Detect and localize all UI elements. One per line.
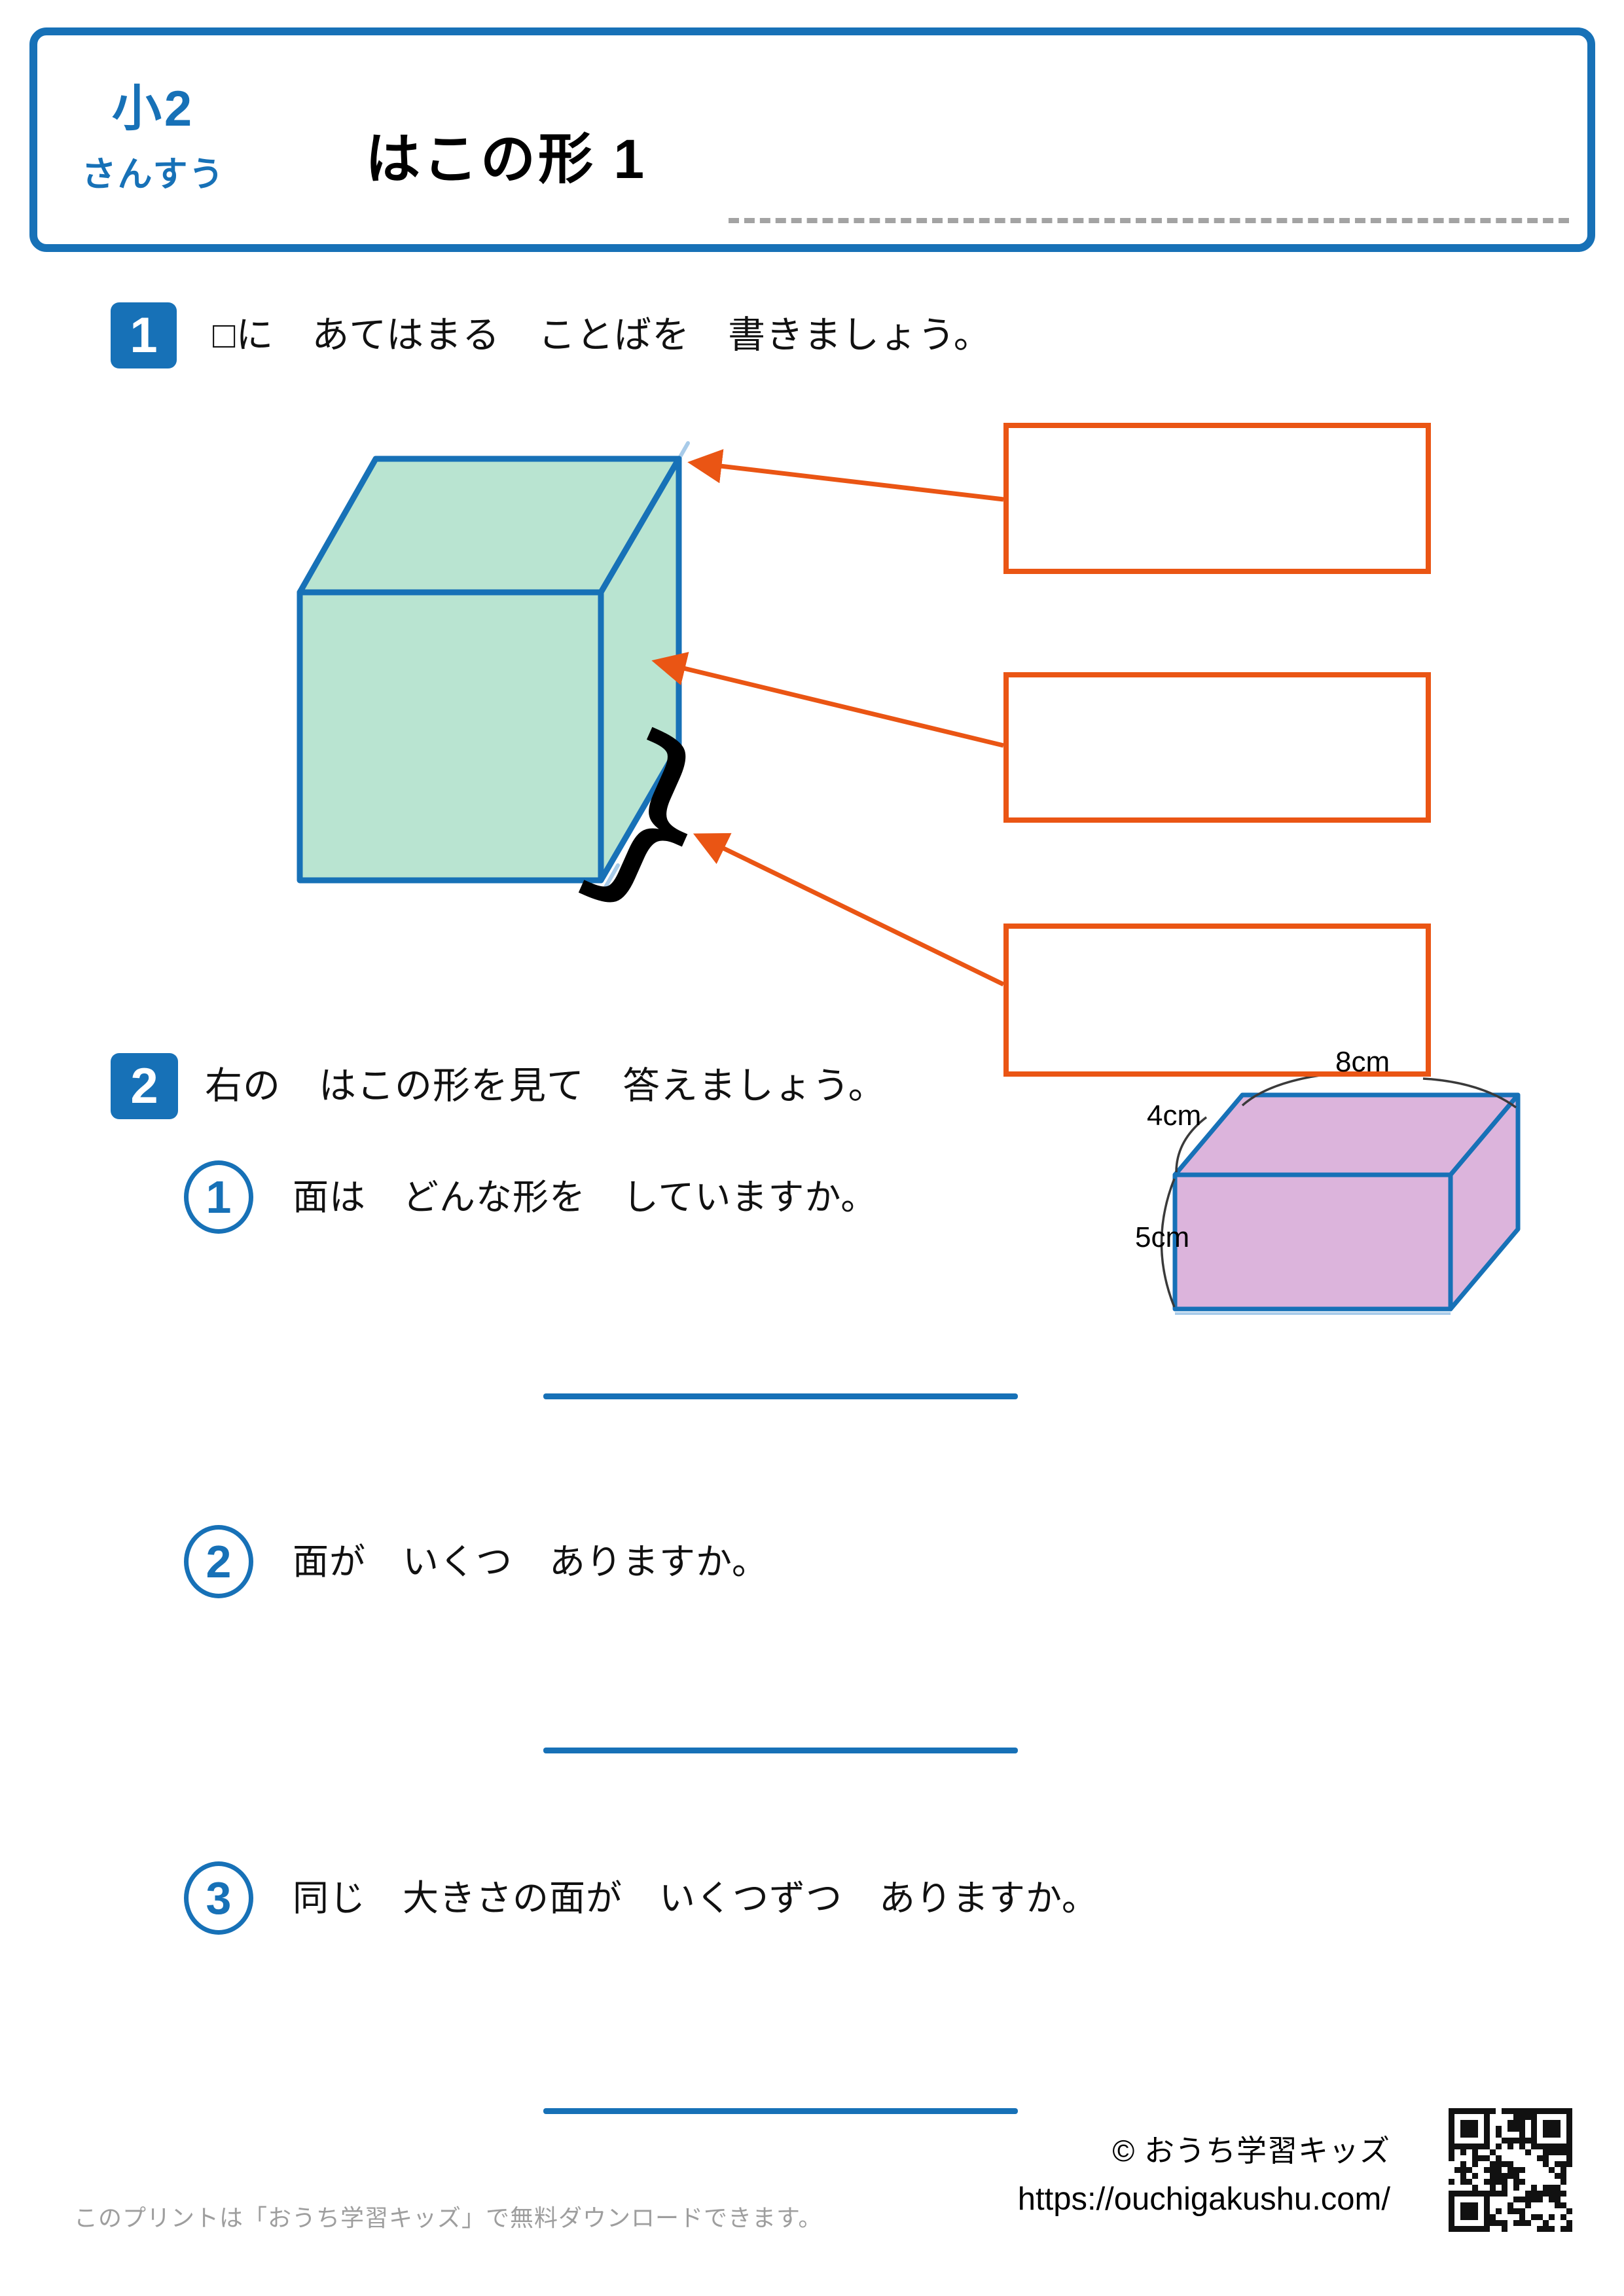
footer-url: https://ouchigakushu.com/ — [1017, 2181, 1390, 2217]
footer-note: このプリントは「おうち学習キッズ」で無料ダウンロードできます。 — [74, 2204, 823, 2231]
dimension-leaders — [1160, 1073, 1517, 1308]
name-writing-line[interactable] — [729, 218, 1569, 223]
cube-figure — [297, 456, 682, 884]
arrow-to-face — [651, 651, 1004, 748]
question1-circle: 1 — [184, 1160, 253, 1234]
dimension-label-5cm: 5cm — [1135, 1221, 1190, 1253]
leader-8cm-right — [1422, 1077, 1517, 1109]
grade-label: 小2 — [111, 81, 195, 137]
leader-5cm — [1160, 1178, 1176, 1308]
question3-text: 同じ 大きさの面が いくつずつ ありますか。 — [293, 1878, 1098, 1918]
pink-box-front-face — [1172, 1172, 1453, 1312]
dimension-label-8cm: 8cm — [1335, 1046, 1390, 1078]
section1-number: 1 — [130, 308, 158, 363]
leader-4cm — [1175, 1116, 1208, 1173]
arrow-to-vertex — [687, 449, 1004, 502]
section2-number: 2 — [130, 1058, 158, 1114]
section2-number-badge: 2 — [111, 1053, 178, 1119]
question1-text: 面は どんな形を していますか。 — [293, 1177, 878, 1217]
callout-arrows — [651, 449, 1005, 987]
question2-number: 2 — [206, 1536, 232, 1587]
question2-circle: 2 — [184, 1525, 253, 1598]
answer-box-1[interactable] — [1003, 423, 1431, 574]
subject-label: さんすう — [81, 155, 225, 194]
question1-number: 1 — [206, 1172, 232, 1223]
dimension-label-4cm: 4cm — [1147, 1100, 1202, 1132]
question2-text: 面が いくつ ありますか。 — [293, 1541, 768, 1582]
answer-line-1[interactable] — [543, 1393, 1018, 1399]
qr-code — [1447, 2106, 1574, 2234]
section2-prompt: 右の はこの形を見て 答えましょう。 — [205, 1065, 886, 1107]
page-title: はこの形 1 — [365, 128, 647, 190]
cube-front-face — [297, 589, 604, 884]
question3-number: 3 — [206, 1873, 232, 1924]
section1-number-badge: 1 — [111, 302, 177, 368]
answer-box-3[interactable] — [1003, 924, 1431, 1077]
answer-box-2[interactable] — [1003, 672, 1431, 823]
footer-brand-block: © おうち学習キッズ https://ouchigakushu.com/ — [982, 2127, 1390, 2217]
footer-copyright: © おうち学習キッズ — [1112, 2134, 1390, 2168]
section1-prompt: □に あてはまる ことばを 書きましょう。 — [213, 314, 992, 356]
answer-line-2[interactable] — [543, 1748, 1018, 1753]
pink-box-figure — [1172, 1092, 1521, 1312]
header-frame — [29, 27, 1595, 252]
answer-line-3[interactable] — [543, 2108, 1018, 2114]
arrow-to-edge — [693, 833, 1005, 987]
question3-circle: 3 — [184, 1861, 253, 1935]
